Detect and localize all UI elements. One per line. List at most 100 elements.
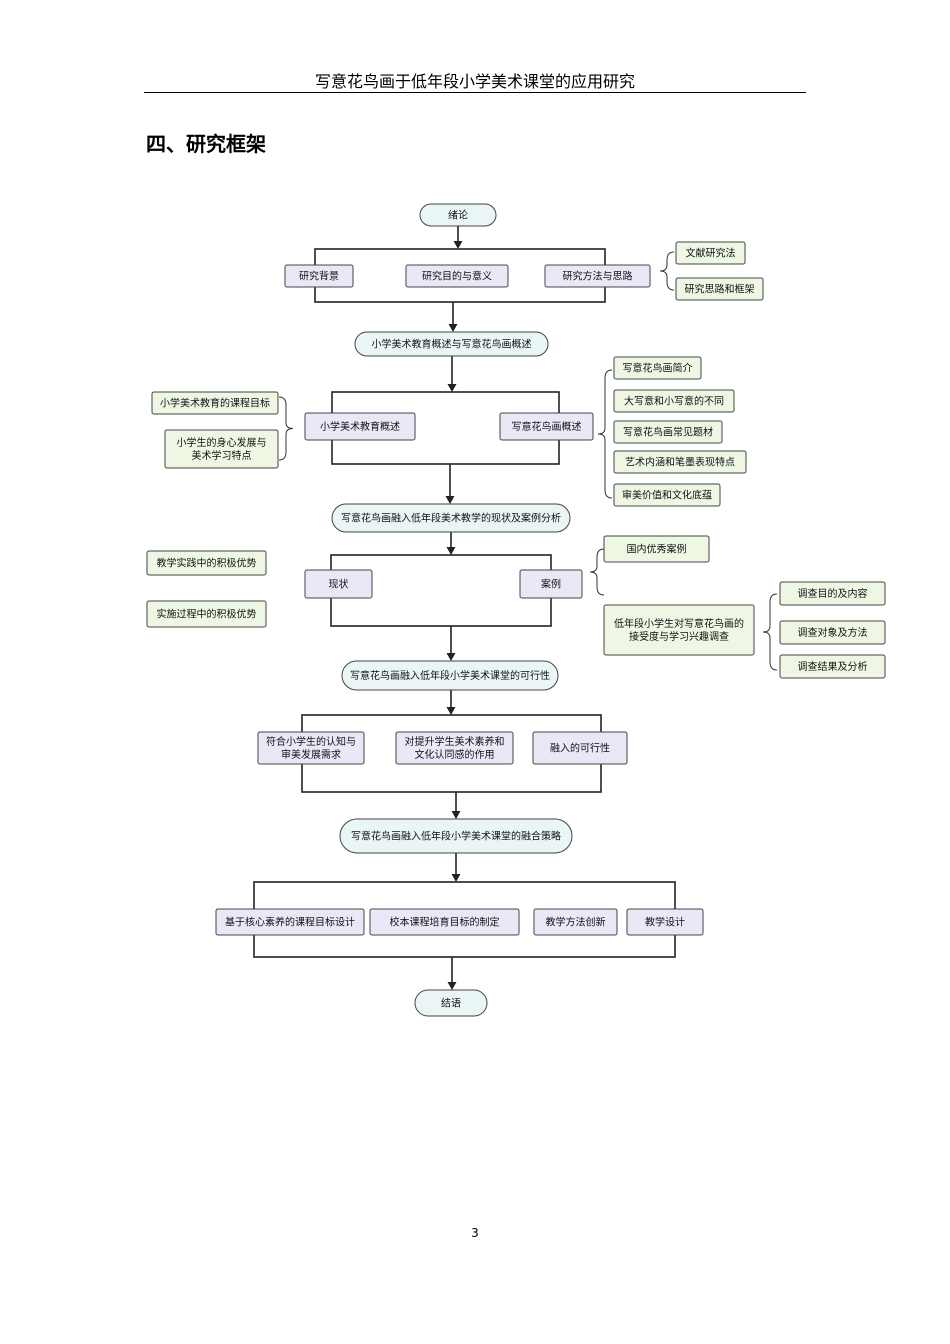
flow-node-g3: 教学方法创新 — [533, 908, 618, 936]
flow-node-cur: 现状 — [304, 569, 373, 599]
flow-node-end: 结语 — [414, 989, 488, 1017]
flow-node-shape — [414, 989, 488, 1017]
arrow-head — [448, 324, 458, 332]
flow-node-shape — [215, 908, 365, 936]
flow-node-label: 接受度与学习兴趣调查 — [629, 630, 729, 643]
brace — [597, 369, 613, 499]
flow-node-label: 小学美术教育的课程目标 — [160, 397, 270, 410]
flow-node-label: 校本课程培育目标的制定 — [390, 916, 500, 929]
flow-node-method: 研究方法与思路 — [544, 264, 651, 288]
flow-node-x4: 艺术内涵和笔墨表现特点 — [613, 450, 747, 474]
flow-node-label: 大写意和小写意的不同 — [624, 395, 724, 408]
flow-node-shape — [626, 908, 704, 936]
flow-node-label: 艺术内涵和笔墨表现特点 — [625, 456, 735, 469]
flow-node-shape — [779, 620, 886, 645]
flow-node-label: 研究方法与思路 — [563, 270, 633, 283]
flow-node-shape — [613, 420, 723, 444]
flow-node-shape — [613, 356, 702, 380]
flow-node-s1: 调查目的及内容 — [779, 581, 886, 606]
flow-node-label: 教学设计 — [645, 916, 685, 929]
flow-node-label: 实施过程中的积极优势 — [157, 608, 257, 621]
flow-node-sg: 写意花鸟画融入低年段小学美术课堂的融合策略 — [339, 818, 573, 854]
flow-node-shape — [613, 450, 747, 474]
flow-node-ov: 小学美术教育概述与写意花鸟画概述 — [354, 331, 549, 357]
page-number: 3 — [471, 1226, 479, 1240]
flow-node-case: 案例 — [519, 569, 583, 599]
flow-node-label: 写意花鸟画融入低年段小学美术课堂的融合策略 — [351, 830, 561, 843]
flow-node-label: 写意花鸟画常见题材 — [623, 426, 713, 439]
flow-node-p2: 实施过程中的积极优势 — [146, 600, 267, 628]
section-title: 四、研究框架 — [146, 132, 266, 156]
flow-node-s2: 调查对象及方法 — [779, 620, 886, 645]
flow-node-label: 调查对象及方法 — [798, 626, 868, 639]
flow-node-shape — [331, 503, 571, 533]
flow-node-shape — [341, 660, 559, 691]
flow-node-frame: 研究思路和框架 — [675, 277, 764, 301]
flow-node-x3: 写意花鸟画常见题材 — [613, 420, 723, 444]
flow-node-label: 低年段小学生对写意花鸟画的 — [614, 617, 744, 630]
flow-node-shape — [146, 600, 267, 628]
running-header: 写意花鸟画于低年段小学美术课堂的应用研究 — [314, 72, 635, 91]
flow-node-label: 文献研究法 — [686, 247, 736, 260]
flow-node-label: 写意花鸟画概述 — [512, 420, 582, 433]
flow-node-x5: 审美价值和文化底蕴 — [613, 483, 721, 507]
flow-node-shape — [395, 731, 514, 765]
flowchart-nodes: 绪论研究背景研究目的与意义研究方法与思路文献研究法研究思路和框架小学美术教育概述… — [146, 203, 886, 1017]
brace — [278, 396, 294, 461]
flow-node-shape — [613, 483, 721, 507]
flow-node-label: 写意花鸟画融入低年段小学美术课堂的可行性 — [350, 669, 550, 682]
flow-node-g4: 教学设计 — [626, 908, 704, 936]
flow-node-label: 审美价值和文化底蕴 — [622, 489, 712, 502]
flow-node-label: 教学方法创新 — [546, 916, 606, 929]
flow-node-label: 结语 — [441, 997, 461, 1010]
flow-node-label: 小学美术教育概述 — [320, 420, 400, 433]
arrow-head — [447, 982, 457, 990]
flow-node-shape — [675, 241, 746, 265]
flow-node-f3: 融入的可行性 — [532, 731, 628, 765]
flow-node-label: 审美发展需求 — [281, 748, 341, 761]
flow-node-shape — [257, 731, 365, 765]
arrow-head — [445, 496, 455, 504]
flow-node-label: 小学生的身心发展与 — [177, 436, 267, 449]
flow-node-label: 国内优秀案例 — [627, 543, 687, 556]
flow-node-shape — [146, 550, 267, 576]
arrow-head — [453, 241, 463, 249]
flow-node-purpose: 研究目的与意义 — [405, 264, 509, 288]
arrow-head — [446, 707, 456, 715]
flow-node-label: 研究思路和框架 — [685, 283, 755, 296]
flow-node-g2: 校本课程培育目标的制定 — [369, 908, 520, 936]
brace — [659, 251, 675, 291]
flow-node-label: 写意花鸟画简介 — [623, 362, 693, 375]
flow-node-shape — [533, 908, 618, 936]
flow-node-label: 现状 — [329, 578, 349, 591]
flow-node-shape — [779, 654, 886, 679]
arrow-head — [446, 547, 456, 555]
arrow-head — [451, 811, 461, 819]
flow-node-st: 写意花鸟画融入低年段美术教学的现状及案例分析 — [331, 503, 571, 533]
flow-node-shape — [369, 908, 520, 936]
flow-node-label: 调查目的及内容 — [798, 587, 868, 600]
flow-node-shape — [519, 569, 583, 599]
flow-node-label: 小学美术教育概述与写意花鸟画概述 — [372, 338, 532, 351]
flow-node-shape — [304, 569, 373, 599]
flow-node-x1: 写意花鸟画简介 — [613, 356, 702, 380]
arrow-head — [451, 874, 461, 882]
flow-node-label: 融入的可行性 — [550, 742, 610, 755]
flow-node-s3: 调查结果及分析 — [779, 654, 886, 679]
flow-node-shape — [151, 391, 279, 415]
flow-node-shape — [339, 818, 573, 854]
flow-node-ae: 小学美术教育概述 — [304, 412, 416, 441]
flow-node-shape — [603, 604, 755, 656]
flow-node-shape — [544, 264, 651, 288]
arrow-head — [446, 653, 456, 661]
flow-node-label: 符合小学生的认知与 — [266, 735, 356, 748]
brace — [589, 548, 605, 596]
flow-node-g1: 基于核心素养的课程目标设计 — [215, 908, 365, 936]
flow-node-shape — [499, 412, 594, 441]
flow-node-shape — [675, 277, 764, 301]
flow-node-shape — [405, 264, 509, 288]
flow-node-xy: 写意花鸟画概述 — [499, 412, 594, 441]
